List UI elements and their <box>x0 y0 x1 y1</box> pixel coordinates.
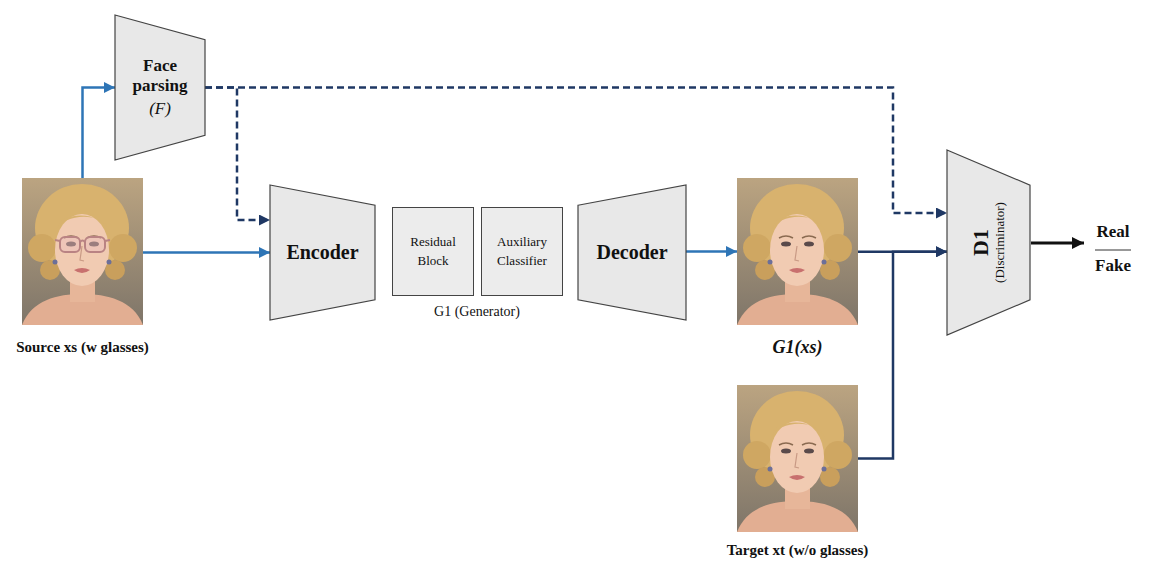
block-subtitle: (Discriminator) <box>993 202 1007 283</box>
image-caption: Target xt (w/o glasses) <box>727 542 869 559</box>
flow-arrow <box>858 252 947 459</box>
image-caption: G1(xs) <box>773 337 823 358</box>
dashed-arrow <box>205 88 270 221</box>
decoder-block: Decoder <box>578 185 686 320</box>
generated-image: G1(xs) <box>737 178 858 325</box>
glasses <box>55 237 110 252</box>
classifier-block: Auxiliary Classifier <box>481 207 563 296</box>
separator-line <box>1095 250 1131 251</box>
discriminator-block: D1(Discriminator) <box>947 150 1030 335</box>
block-title: Residual Block <box>401 233 465 269</box>
residual-block: Residual Block <box>392 207 474 296</box>
block-title: Auxiliary Classifier <box>490 233 554 269</box>
encoder-block: Encoder <box>270 185 375 320</box>
text-holder: Residual Block <box>393 208 473 295</box>
block-title: Decoder <box>596 241 667 264</box>
part-label: G1 (Generator) <box>434 304 520 320</box>
block-title: Encoder <box>286 241 358 264</box>
text-holder: Auxiliary Classifier <box>482 208 562 295</box>
flow-arrow <box>686 250 737 253</box>
flow-arrow <box>143 251 270 254</box>
generated-face-photo <box>737 178 858 325</box>
text-holder: Face parsing (F) <box>115 15 205 160</box>
block-title: D1 <box>969 229 993 256</box>
text-holder: D1(Discriminator) <box>947 150 1030 335</box>
block-symbol: (F) <box>149 99 171 119</box>
text-holder: Encoder <box>270 185 375 320</box>
parsing-block: Face parsing (F) <box>115 15 205 160</box>
text-holder: Decoder <box>578 185 686 320</box>
source-face-photo <box>22 178 143 325</box>
flow-arrow <box>83 88 116 179</box>
output-label: Fake <box>1095 256 1131 276</box>
block-title: Face parsing <box>123 56 197 95</box>
output-arrow <box>1031 242 1084 245</box>
output-label: Real <box>1096 222 1129 242</box>
target-image: Target xt (w/o glasses) <box>737 385 858 532</box>
target-face-photo <box>737 385 858 532</box>
source-image: Source xs (w glasses) <box>22 178 143 325</box>
image-caption: Source xs (w glasses) <box>16 339 149 356</box>
